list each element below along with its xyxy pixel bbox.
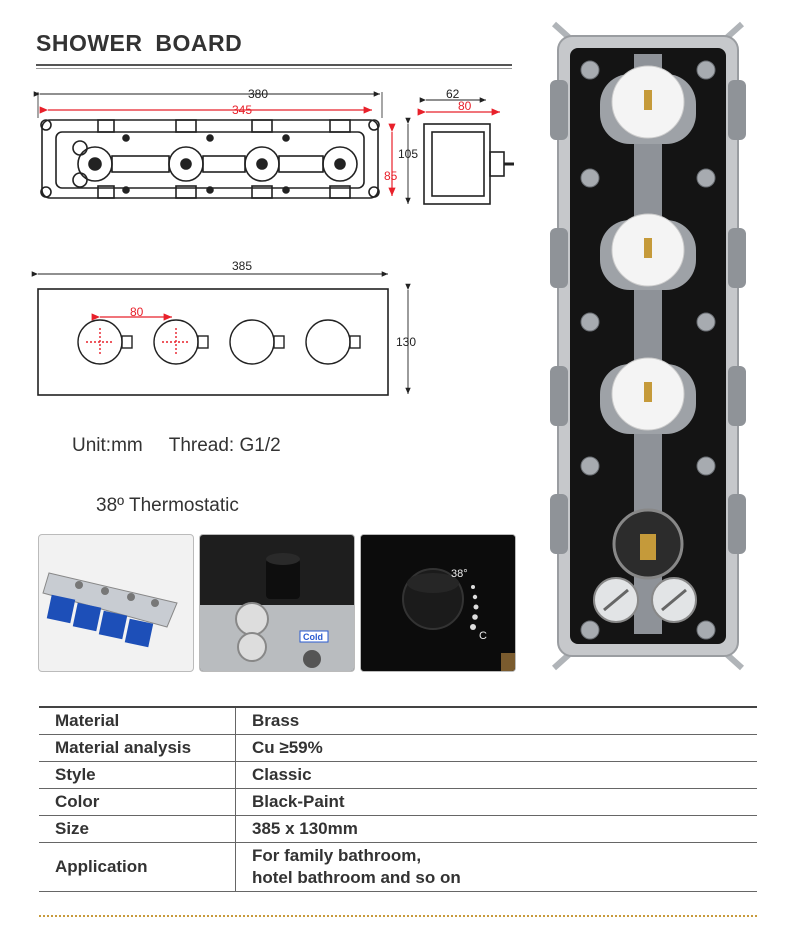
- blue-handles-illustration: [42, 572, 178, 648]
- unit-thread-note: Unit:mm Thread: G1/2: [72, 435, 281, 457]
- photo-blue-handles: [38, 534, 194, 672]
- cold-label: Cold: [303, 632, 323, 642]
- face-plate: [37, 288, 389, 396]
- dim-130: 130: [396, 335, 416, 349]
- table-row: Style Classic: [39, 761, 757, 789]
- plate-handles: [77, 319, 361, 365]
- dim-85: 85: [384, 169, 398, 183]
- specifications-table: Material Brass Material analysis Cu ≥59%…: [39, 706, 757, 892]
- valve-body-product-image: [550, 21, 746, 671]
- spec-key: Material: [39, 706, 236, 735]
- valve-body-top-view: [37, 92, 383, 199]
- dim-345: 345: [232, 103, 252, 117]
- dim-385: 385: [232, 259, 252, 273]
- thermostatic-label: 38º Thermostatic: [96, 495, 239, 516]
- spec-value: Classic: [235, 761, 757, 789]
- spec-value: Brass: [235, 706, 757, 735]
- thread-label: Thread: G1/2: [168, 435, 281, 456]
- valve-body-side-view: [423, 123, 514, 205]
- spec-key: Color: [39, 788, 236, 816]
- table-row: Material Brass: [39, 706, 757, 735]
- table-row: Color Black-Paint: [39, 788, 757, 816]
- table-row: Size 385 x 130mm: [39, 815, 757, 843]
- temp-38-label: 38°: [451, 568, 468, 580]
- dim-80-plate: 80: [130, 305, 144, 319]
- spec-value: Black-Paint: [235, 788, 757, 816]
- title-underline: [36, 64, 512, 66]
- photo-cartridge-closeup: Cold: [199, 534, 355, 672]
- dim-80-side: 80: [458, 99, 472, 113]
- spec-value: 385 x 130mm: [235, 815, 757, 843]
- spec-key: Style: [39, 761, 236, 789]
- dim-62: 62: [446, 87, 460, 101]
- dim-105: 105: [398, 147, 418, 161]
- table-row: Application For family bathroom, hotel b…: [39, 842, 757, 892]
- cartridge-illustration: Cold: [200, 535, 354, 671]
- celsius-label: C: [479, 630, 487, 642]
- product-ports: [550, 80, 746, 554]
- dim-380: 380: [248, 87, 268, 101]
- spec-key: Size: [39, 815, 236, 843]
- title-underline-thin: [36, 68, 512, 69]
- table-row: Material analysis Cu ≥59%: [39, 734, 757, 762]
- product-cartridges: [593, 65, 697, 623]
- product-mounting-screws: [580, 60, 716, 640]
- unit-label: Unit:mm: [72, 435, 143, 456]
- photo-thermostat-knob: 38° C: [360, 534, 516, 672]
- spec-value: Cu ≥59%: [235, 734, 757, 762]
- spec-key: Application: [39, 842, 236, 892]
- bottom-divider: [39, 915, 757, 917]
- spec-value: For family bathroom, hotel bathroom and …: [235, 842, 757, 892]
- knob-illustration: 38° C: [361, 535, 515, 671]
- page-title: SHOWER BOARD: [36, 30, 243, 56]
- technical-drawings: 380 345 105 85 62 80 385 130 80: [31, 87, 514, 396]
- spec-key: Material analysis: [39, 734, 236, 762]
- spec-value-line: hotel bathroom and so on: [252, 868, 461, 887]
- spec-value-line: For family bathroom,: [252, 846, 422, 865]
